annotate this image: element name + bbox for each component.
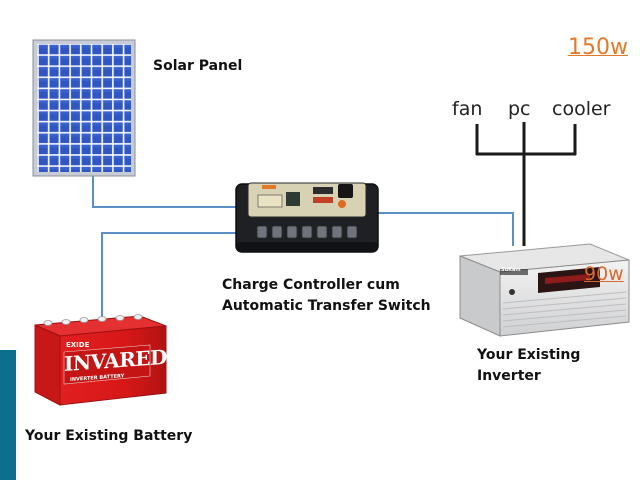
- panel-to-controller-wire: [92, 176, 240, 208]
- battery-brand-top: EXIDE: [66, 341, 90, 349]
- inverter-label: Your Existing Inverter: [477, 347, 581, 384]
- controller-label-line1: Charge Controller cum: [222, 277, 400, 293]
- total-power-label: 150w: [568, 35, 628, 60]
- controller-to-inverter-wire: [378, 212, 514, 246]
- load-label-fan: fan: [452, 98, 483, 120]
- battery-to-controller-wire: [101, 232, 240, 318]
- inverter-load-power-label: 90w: [584, 263, 624, 285]
- load-label-pc: pc: [508, 98, 531, 120]
- controller-label-line2: Automatic Transfer Switch: [222, 298, 431, 314]
- left-accent-strip: [0, 350, 16, 480]
- inverter-brand: SuKam: [501, 267, 521, 273]
- load-label-cooler: cooler: [552, 98, 611, 120]
- battery-label: Your Existing Battery: [25, 428, 193, 444]
- solar-panel-label: Solar Panel: [153, 58, 243, 74]
